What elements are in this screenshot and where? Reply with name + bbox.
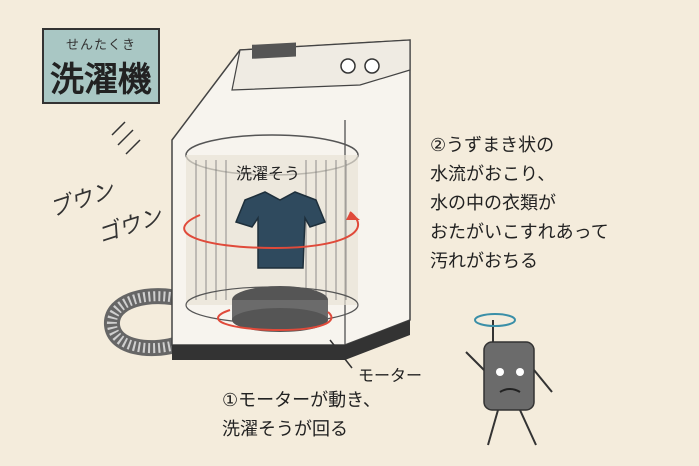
pulsator-icon: [232, 286, 328, 332]
step2-note: ②うずまき状の 水流がおこり、 水の中の衣類が おたがいこすれあって 汚れがおち…: [430, 135, 609, 272]
motor-pointer-line: [329, 339, 353, 369]
tub-label: 洗濯そう: [236, 164, 301, 183]
shirt-icon: [234, 191, 326, 269]
vibration-lines: [111, 121, 141, 155]
motor-character-icon: [465, 313, 553, 446]
swirl-arrow-icon: [183, 211, 359, 250]
step1-note: ①モーターが動き、 洗濯そうが回る: [222, 390, 381, 440]
hose-icon: [104, 288, 193, 357]
swirl-arrow-icon: [217, 309, 333, 332]
title-box: せんたくき 洗濯機: [42, 28, 160, 104]
page-title: 洗濯機: [50, 60, 152, 100]
washing-tub-icon: [185, 134, 359, 324]
title-ruby: せんたくき: [65, 38, 136, 53]
motor-label: モーター: [358, 366, 423, 385]
